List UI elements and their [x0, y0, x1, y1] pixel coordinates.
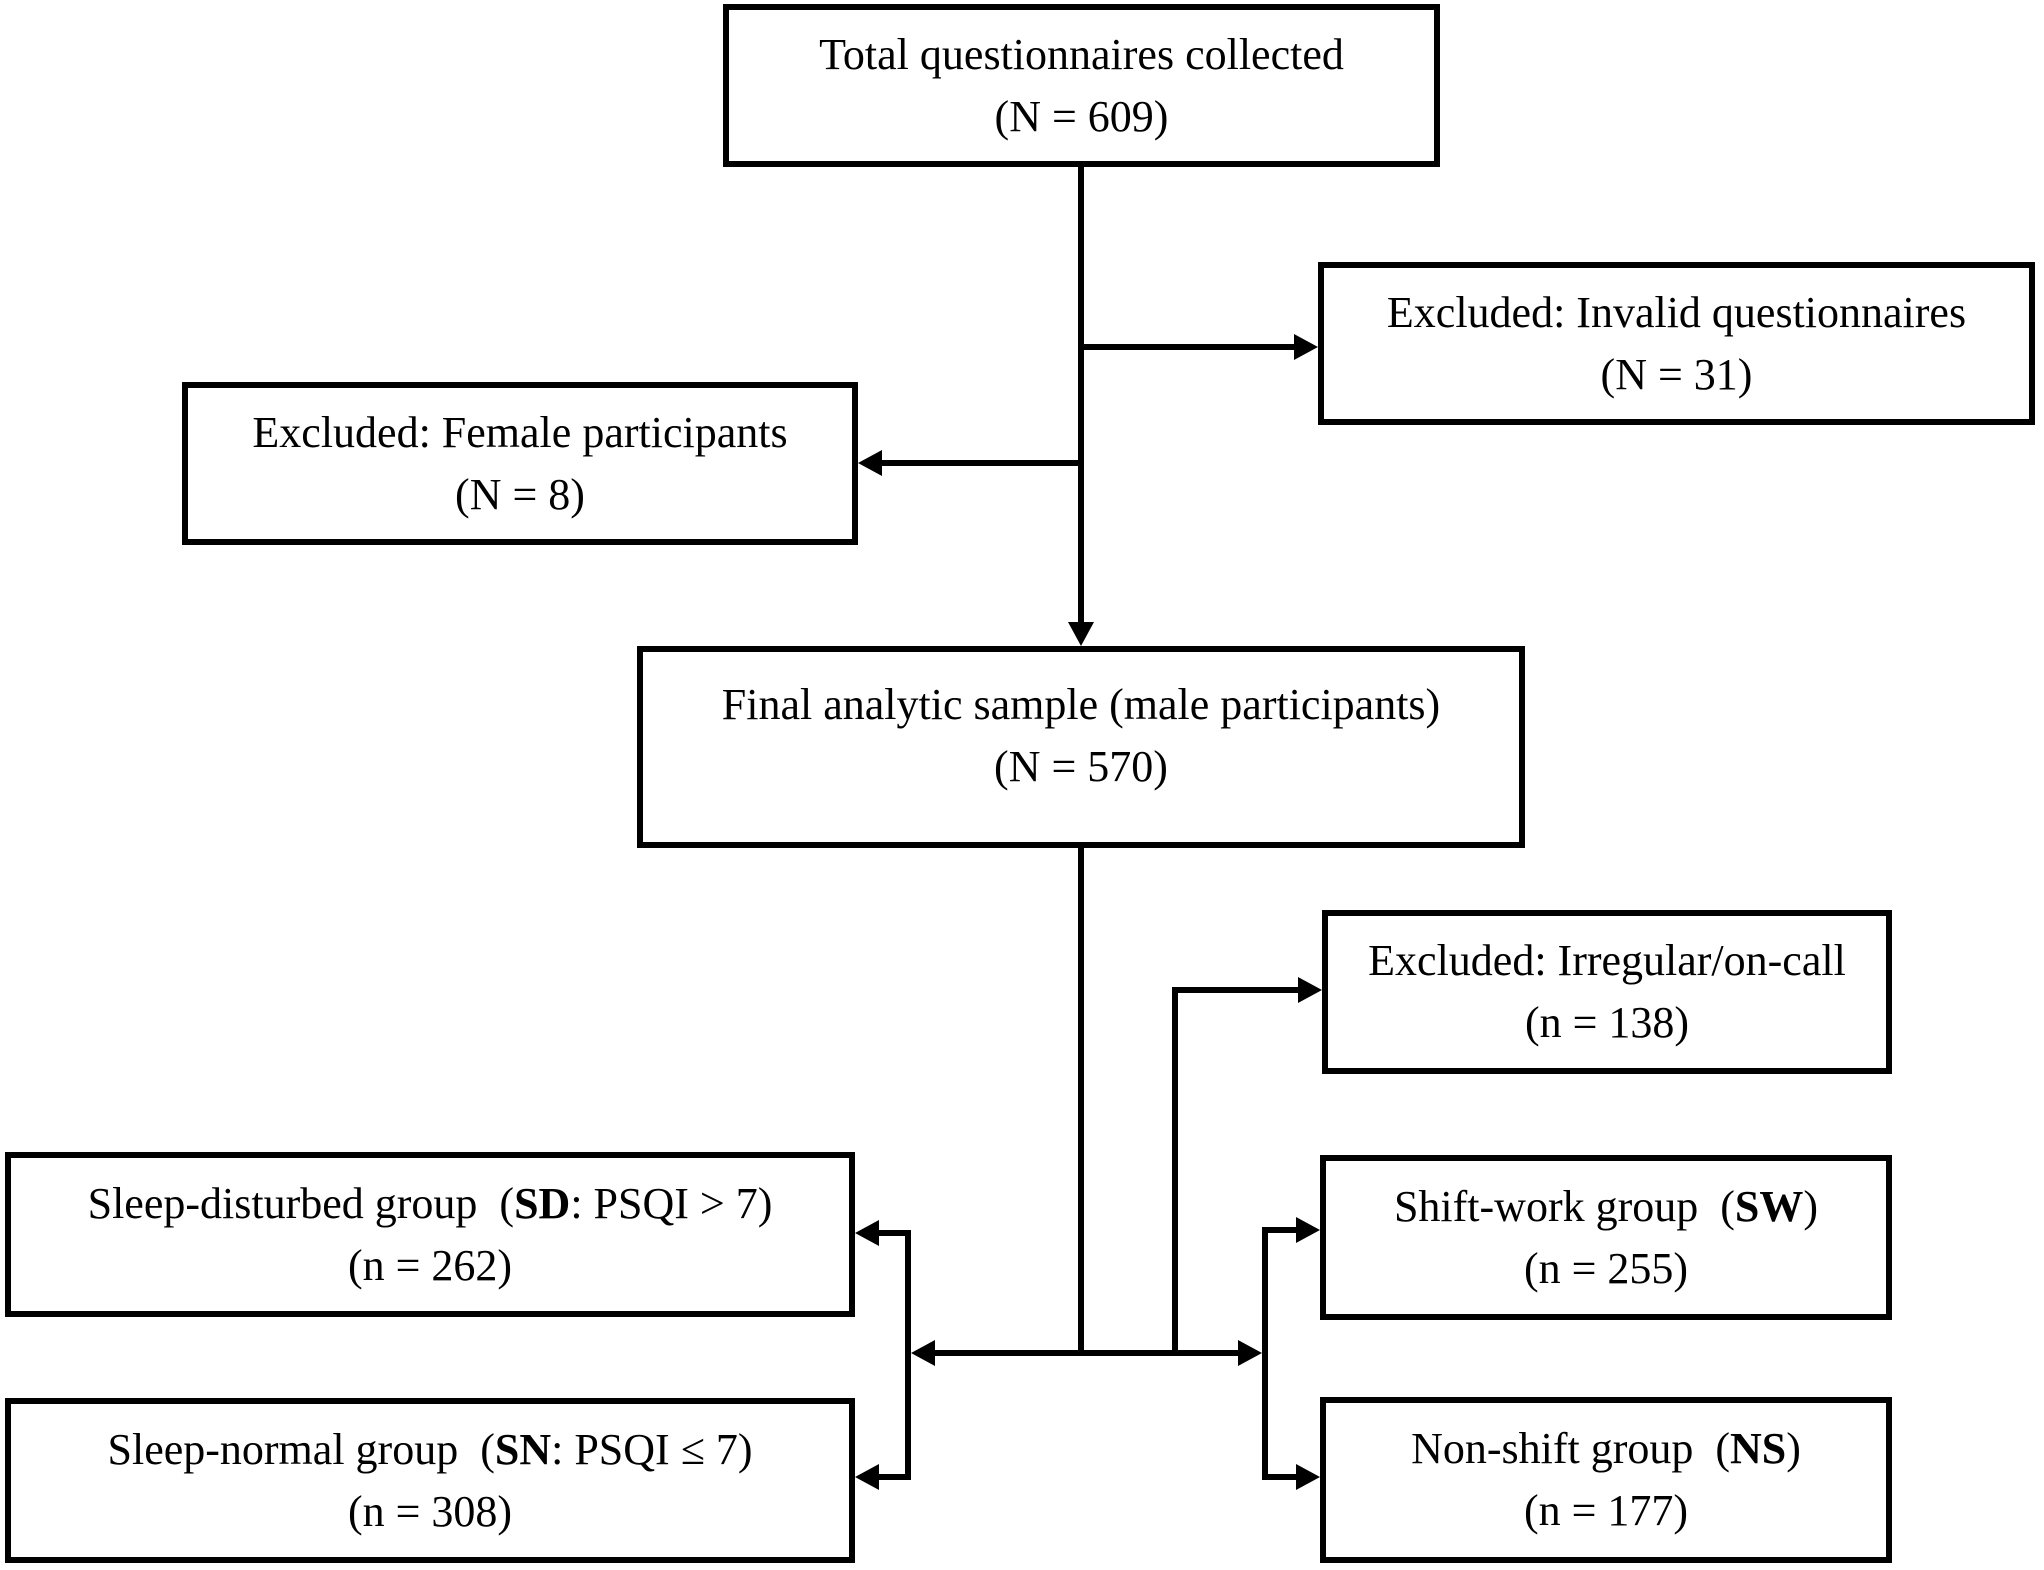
arrowhead-right-into-irregular	[1298, 977, 1322, 1003]
connector-branch-irregular-horizontal	[1172, 987, 1298, 993]
node-label: Sleep-disturbed group (SD: PSQI > 7)	[87, 1178, 773, 1228]
node-sleep-normal-group: Sleep-normal group (SN: PSQI ≤ 7) (n = 3…	[5, 1398, 855, 1563]
node-count: (N = 570)	[994, 742, 1168, 791]
connector-total-to-final	[1078, 167, 1084, 624]
node-label: Excluded: Invalid questionnaires	[1386, 287, 1967, 337]
arrowhead-left-into-sn	[855, 1464, 879, 1490]
node-label: Sleep-normal group (SN: PSQI ≤ 7)	[107, 1424, 753, 1474]
node-sleep-disturbed-group: Sleep-disturbed group (SD: PSQI > 7) (n …	[5, 1152, 855, 1317]
node-total-questionnaires: Total questionnaires collected (N = 609)	[723, 4, 1440, 167]
node-label: Excluded: Irregular/on-call	[1368, 936, 1846, 985]
node-count: (n = 138)	[1524, 998, 1690, 1047]
node-non-shift-group: Non-shift group (NS) (n = 177)	[1320, 1397, 1892, 1563]
node-count: (N = 31)	[1600, 349, 1753, 399]
node-count: (N = 609)	[994, 91, 1169, 141]
node-count: (n = 255)	[1523, 1243, 1689, 1293]
node-label: Total questionnaires collected	[819, 29, 1344, 79]
arrowhead-right-into-ns	[1296, 1464, 1320, 1490]
connector-branch-irregular-vertical	[1172, 987, 1178, 1356]
node-label: Non-shift group (NS)	[1411, 1424, 1801, 1473]
node-count: (n = 308)	[347, 1486, 513, 1536]
connector-left-bracket	[905, 1230, 911, 1480]
node-count: (N = 8)	[455, 469, 585, 519]
connector-arm-ns	[1268, 1474, 1296, 1480]
arrowhead-down-into-final	[1068, 622, 1094, 646]
node-label: Excluded: Female participants	[252, 407, 788, 457]
arrowhead-left-into-sd	[855, 1220, 879, 1246]
node-shift-work-group: Shift-work group (SW) (n = 255)	[1320, 1155, 1892, 1320]
node-label: Final analytic sample (male participants…	[721, 680, 1441, 729]
connector-right-bracket	[1262, 1227, 1268, 1480]
arrowhead-right-into-invalid	[1294, 334, 1318, 360]
connector-branch-female	[882, 460, 1084, 466]
node-excluded-invalid: Excluded: Invalid questionnaires (N = 31…	[1318, 262, 2035, 425]
node-excluded-female: Excluded: Female participants (N = 8)	[182, 382, 858, 545]
arrowhead-right-split	[1238, 1340, 1262, 1366]
connector-arm-sw	[1268, 1227, 1296, 1233]
node-final-analytic-sample: Final analytic sample (male participants…	[637, 646, 1525, 848]
node-excluded-irregular: Excluded: Irregular/on-call (n = 138)	[1322, 910, 1892, 1074]
node-count: (n = 262)	[347, 1240, 513, 1290]
node-label: Shift-work group (SW)	[1393, 1181, 1819, 1231]
arrowhead-left-split	[911, 1340, 935, 1366]
node-count: (n = 177)	[1523, 1486, 1689, 1535]
connector-final-to-split	[1078, 848, 1084, 1356]
connector-split-horizontal	[935, 1350, 1238, 1356]
arrowhead-left-into-female	[858, 450, 882, 476]
connector-branch-invalid	[1078, 344, 1294, 350]
connector-arm-sn	[879, 1474, 911, 1480]
arrowhead-right-into-sw	[1296, 1217, 1320, 1243]
connector-arm-sd	[879, 1230, 911, 1236]
